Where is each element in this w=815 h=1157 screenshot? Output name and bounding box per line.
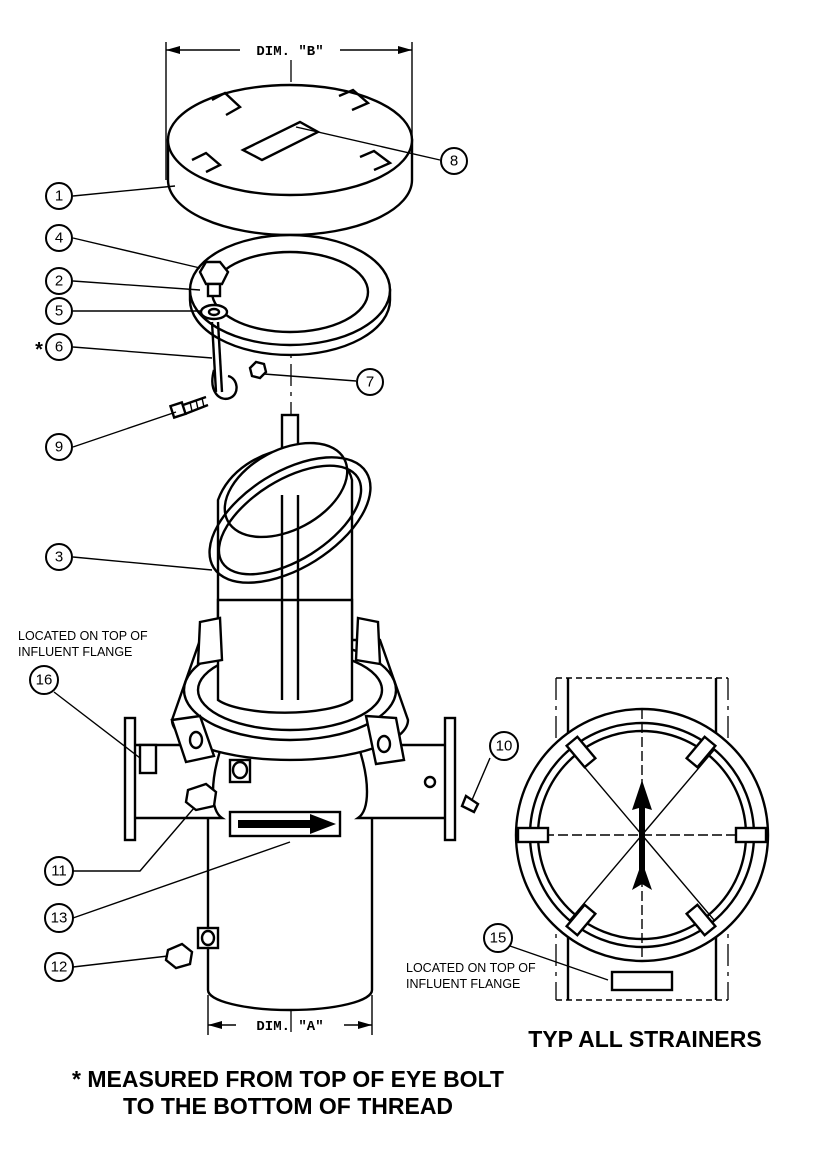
svg-text:11: 11 xyxy=(51,863,67,880)
callout-5: 5 xyxy=(45,297,73,325)
influent-note-left-line2: INFLUENT FLANGE xyxy=(18,645,132,659)
callout-leaders xyxy=(53,126,609,981)
callout-10: 10 xyxy=(489,731,519,761)
callout-13: 13 xyxy=(44,903,74,933)
influent-note-left-line1: LOCATED ON TOP OF xyxy=(18,629,148,643)
dim-b-dimension: DIM. "B" xyxy=(165,42,413,180)
dim-a-dimension: DIM. "A" xyxy=(207,995,373,1035)
svg-text:10: 10 xyxy=(496,738,513,755)
callout-7: 7 xyxy=(356,368,384,396)
callout-12: 12 xyxy=(44,952,74,982)
strainer-lid xyxy=(166,83,414,237)
flow-arrow-plate xyxy=(228,810,342,838)
callout-9: 9 xyxy=(45,433,73,461)
callout-16: 16 xyxy=(29,665,59,695)
svg-text:3: 3 xyxy=(55,549,63,566)
strainer-top-view xyxy=(514,677,770,1001)
callout-6: 6 xyxy=(45,333,73,361)
svg-text:7: 7 xyxy=(366,374,374,391)
svg-text:6: 6 xyxy=(55,339,63,356)
asterisk-mark: * xyxy=(35,339,43,361)
influent-note-right-line1: LOCATED ON TOP OF xyxy=(406,961,536,975)
callout-2: 2 xyxy=(45,267,73,295)
svg-text:2: 2 xyxy=(55,273,63,290)
plug-10-icon xyxy=(423,775,480,814)
typ-all-strainers: TYP ALL STRAINERS xyxy=(528,1026,761,1052)
dim-b-label: DIM. "B" xyxy=(256,44,323,60)
svg-text:9: 9 xyxy=(55,439,63,456)
measured-note-line2: TO THE BOTTOM OF THREAD xyxy=(123,1093,453,1119)
callout-11: 11 xyxy=(44,856,74,886)
plug-12-icon xyxy=(164,926,220,970)
pin-bolt-icon xyxy=(168,395,209,420)
callout-3: 3 xyxy=(45,543,73,571)
dim-a-label: DIM. "A" xyxy=(256,1019,323,1035)
influent-tag xyxy=(138,743,158,775)
clamp-ring xyxy=(188,233,392,357)
svg-text:8: 8 xyxy=(450,153,458,170)
svg-text:5: 5 xyxy=(55,303,63,320)
svg-text:12: 12 xyxy=(51,959,68,976)
svg-text:1: 1 xyxy=(55,188,63,205)
callout-8: 8 xyxy=(440,147,468,175)
svg-text:4: 4 xyxy=(55,230,63,247)
flow-direction-arrow xyxy=(632,780,652,890)
nut-icon xyxy=(248,360,268,380)
callout-15: 15 xyxy=(483,923,513,953)
svg-text:13: 13 xyxy=(51,910,68,927)
influent-note-right-line2: INFLUENT FLANGE xyxy=(406,977,520,991)
washer-icon xyxy=(199,303,229,321)
knob-icon xyxy=(198,260,230,298)
svg-text:15: 15 xyxy=(490,930,507,947)
svg-text:16: 16 xyxy=(36,672,53,689)
callout-1: 1 xyxy=(45,182,73,210)
measured-note-line1: * MEASURED FROM TOP OF EYE BOLT xyxy=(72,1066,504,1092)
plug-11-icon xyxy=(184,758,252,812)
callout-4: 4 xyxy=(45,224,73,252)
influent-tag-top-view xyxy=(610,970,674,992)
eye-bolt-icon xyxy=(210,321,238,401)
strainer-housing xyxy=(123,590,457,1012)
